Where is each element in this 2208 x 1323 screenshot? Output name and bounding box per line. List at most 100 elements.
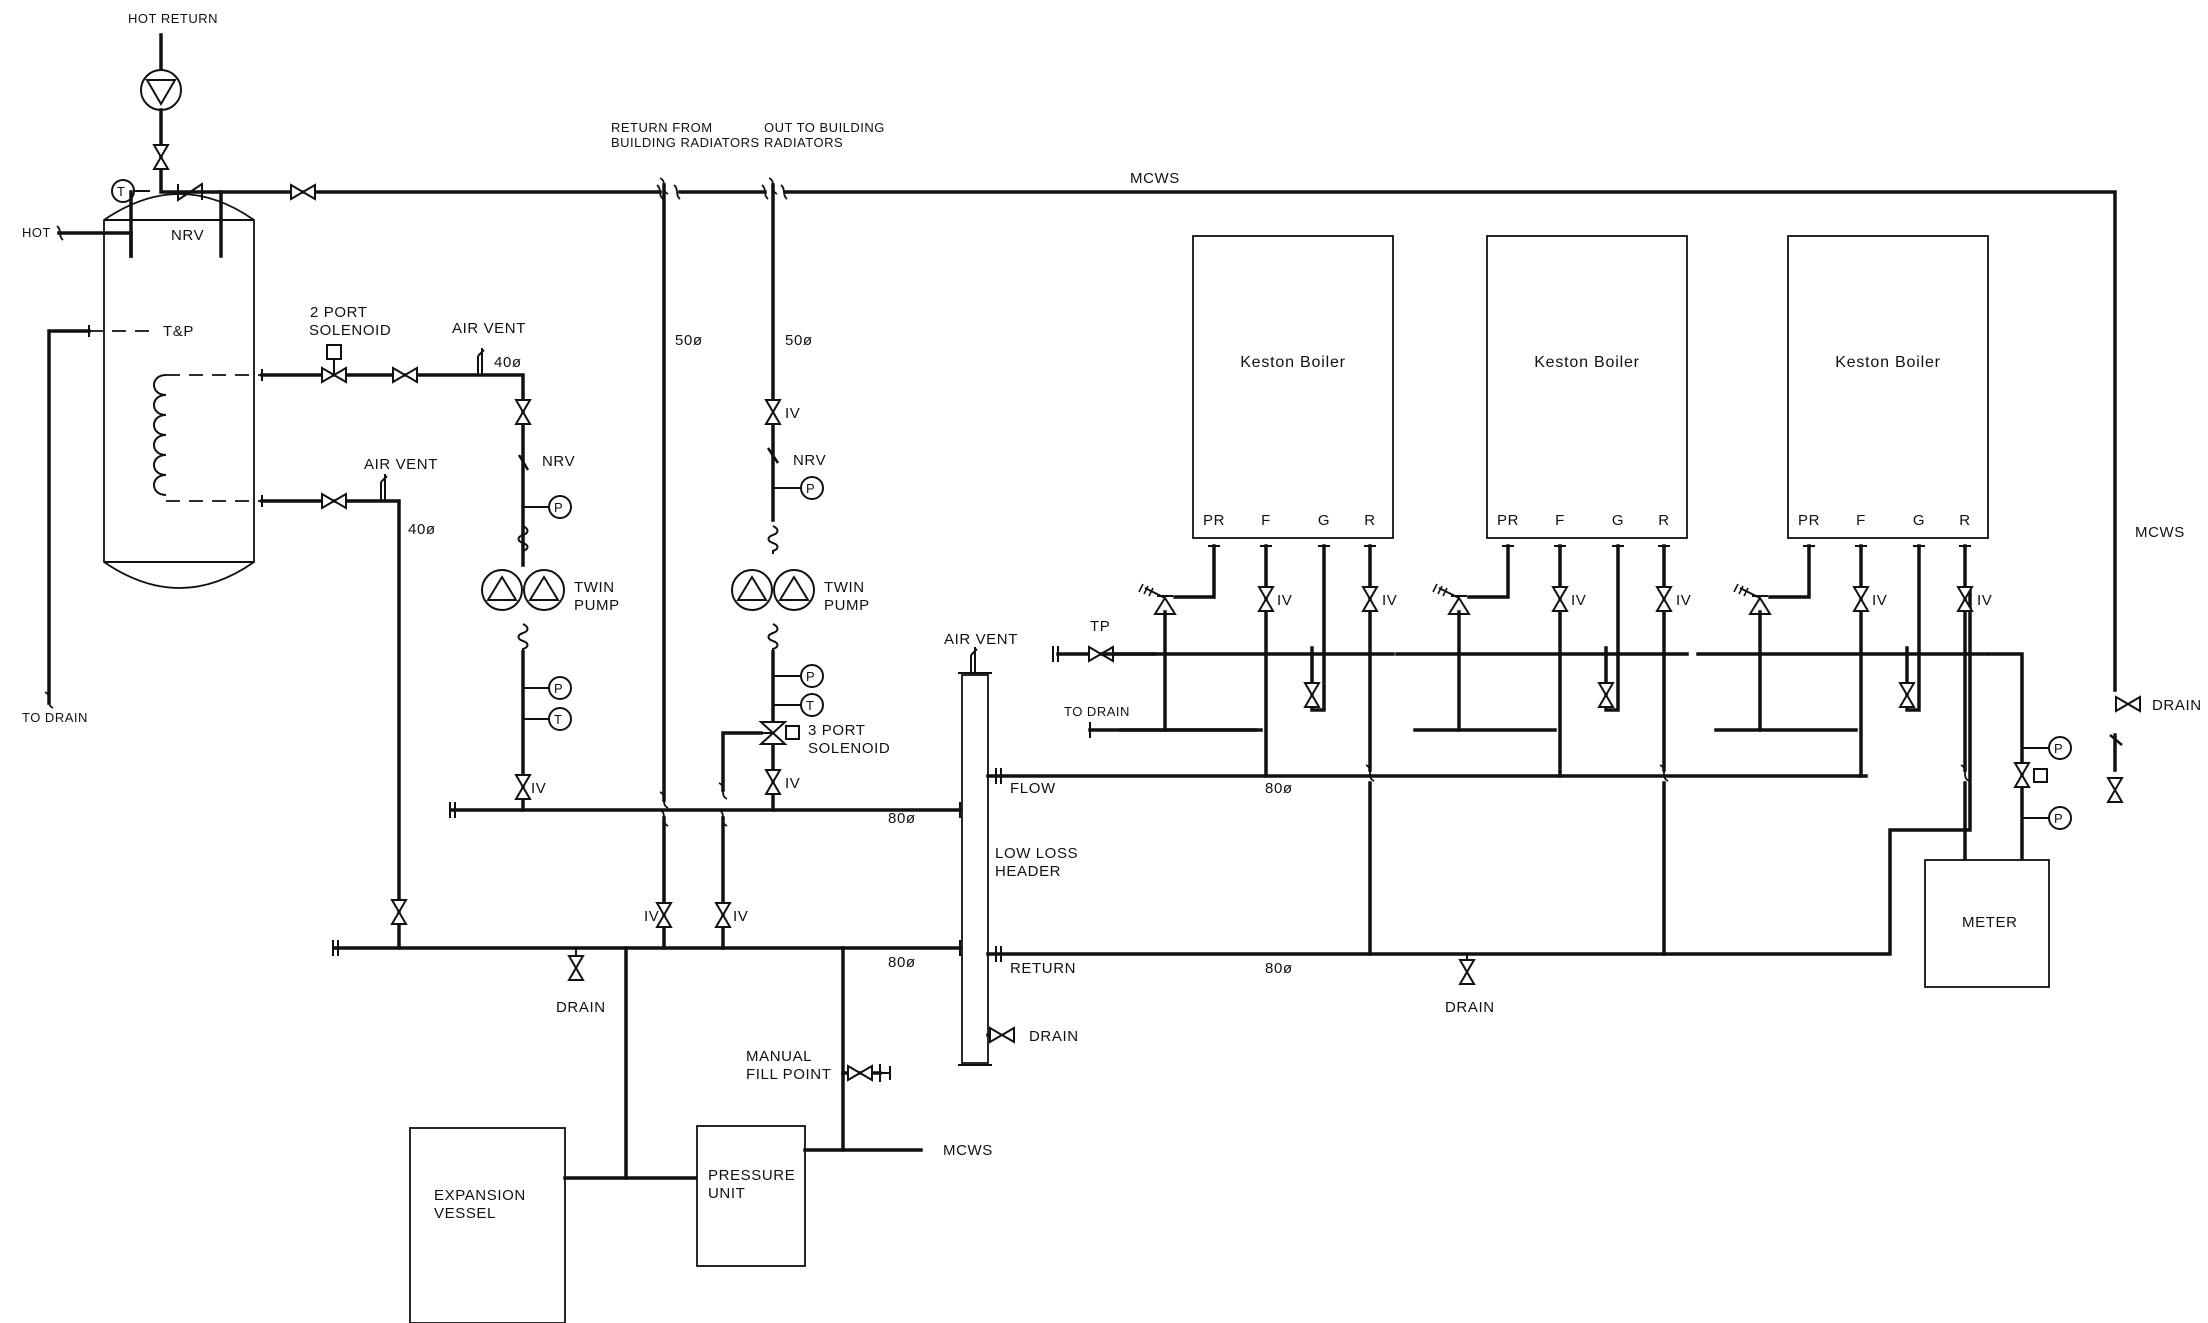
flow-header-left: 80ø bbox=[449, 802, 962, 827]
svg-text:DRAIN: DRAIN bbox=[2152, 697, 2202, 714]
heating-coil bbox=[153, 374, 167, 496]
iv-label: IV bbox=[1872, 592, 1887, 609]
svg-text:P: P bbox=[2054, 741, 2063, 756]
isolating-valve bbox=[1258, 586, 1274, 612]
svg-text:TWIN: TWIN bbox=[574, 579, 615, 596]
svg-text:EXPANSION: EXPANSION bbox=[434, 1187, 526, 1204]
low-loss-header: AIR VENT LOW LOSS HEADER DRAIN bbox=[944, 631, 1078, 1066]
iv-label: IV bbox=[1977, 592, 1992, 609]
iv-label: IV bbox=[1571, 592, 1586, 609]
iv-label: IV bbox=[1676, 592, 1691, 609]
building-radiator-risers: RETURN FROM BUILDING RADIATORS OUT TO BU… bbox=[611, 120, 890, 812]
svg-text:RETURN: RETURN bbox=[1010, 960, 1076, 977]
svg-text:TO DRAIN: TO DRAIN bbox=[22, 710, 88, 725]
svg-text:NRV: NRV bbox=[171, 227, 204, 244]
svg-text:SOLENOID: SOLENOID bbox=[808, 740, 890, 757]
svg-text:IV: IV bbox=[733, 908, 748, 925]
svg-text:P: P bbox=[554, 500, 563, 515]
boiler-port-label: R bbox=[1364, 512, 1375, 529]
isolating-valve bbox=[1552, 586, 1568, 612]
gas-pipe bbox=[1310, 544, 1326, 712]
pr-pipe bbox=[1467, 544, 1510, 599]
svg-text:MCWS: MCWS bbox=[1130, 170, 1180, 187]
svg-text:IV: IV bbox=[644, 908, 659, 925]
svg-text:40ø: 40ø bbox=[494, 354, 522, 371]
boiler-port-label: PR bbox=[1798, 512, 1820, 529]
svg-text:50ø: 50ø bbox=[675, 332, 703, 349]
boiler-port-label: F bbox=[1555, 512, 1565, 529]
svg-text:T&P: T&P bbox=[163, 323, 194, 340]
gas-pipe bbox=[1604, 544, 1620, 712]
svg-text:HEADER: HEADER bbox=[995, 863, 1061, 880]
safety-valve bbox=[1138, 583, 1176, 615]
meter bbox=[1924, 859, 2050, 988]
mcws-supply-top: MCWS MCWS DRAIN bbox=[219, 170, 2202, 803]
svg-text:UNIT: UNIT bbox=[708, 1185, 745, 1202]
nrv-flow-left bbox=[517, 454, 530, 471]
svg-text:RADIATORS: RADIATORS bbox=[764, 135, 843, 150]
pressurisation-set: EXPANSION VESSEL PRESSURE UNIT MCWS MANU… bbox=[409, 1048, 992, 1323]
svg-text:PUMP: PUMP bbox=[824, 597, 870, 614]
svg-text:TWIN: TWIN bbox=[824, 579, 865, 596]
svg-text:MCWS: MCWS bbox=[2135, 524, 2185, 541]
svg-text:METER: METER bbox=[1962, 914, 2018, 931]
boiler-port-label: R bbox=[1658, 512, 1669, 529]
boiler-casing bbox=[1192, 235, 1394, 539]
coil-primary-circuit: 2 PORT SOLENOID AIR VENT 40ø NRV P TWIN … bbox=[260, 304, 619, 812]
isolating-valve bbox=[1656, 586, 1672, 612]
meter-circuit: P P METER bbox=[1924, 652, 2072, 988]
isolating-valve bbox=[1853, 586, 1869, 612]
svg-text:HOT: HOT bbox=[22, 225, 51, 240]
iv-label: IV bbox=[1277, 592, 1292, 609]
return-header-left: IV IV 80ø DRAIN bbox=[332, 816, 962, 1180]
svg-text:IV: IV bbox=[785, 405, 800, 422]
boiler-label: Keston Boiler bbox=[1534, 354, 1640, 371]
air-vent-1 bbox=[477, 348, 485, 375]
svg-text:IV: IV bbox=[531, 780, 546, 797]
safety-valve bbox=[1432, 583, 1470, 615]
boiler-port-label: PR bbox=[1203, 512, 1225, 529]
svg-text:DRAIN: DRAIN bbox=[1445, 999, 1495, 1016]
svg-text:80ø: 80ø bbox=[1265, 960, 1293, 977]
iv-label: IV bbox=[1382, 592, 1397, 609]
svg-text:P: P bbox=[806, 481, 815, 496]
svg-text:40ø: 40ø bbox=[408, 521, 436, 538]
gas-valve bbox=[1304, 682, 1320, 708]
gas-pipe bbox=[1905, 544, 1921, 712]
svg-text:IV: IV bbox=[785, 775, 800, 792]
calorifier bbox=[103, 193, 262, 589]
pressure-unit bbox=[696, 1125, 806, 1267]
boiler-label: Keston Boiler bbox=[1240, 354, 1346, 371]
svg-text:AIR VENT: AIR VENT bbox=[364, 456, 438, 473]
t-and-p-relief: T&P TO DRAIN bbox=[22, 323, 194, 725]
svg-text:NRV: NRV bbox=[793, 452, 826, 469]
svg-text:TO DRAIN: TO DRAIN bbox=[1064, 704, 1130, 719]
nrv-flow-right bbox=[766, 447, 780, 464]
pr-pipe bbox=[1768, 544, 1811, 599]
safety-valve bbox=[1733, 583, 1771, 615]
boiler-port-label: F bbox=[1261, 512, 1271, 529]
svg-text:50ø: 50ø bbox=[785, 332, 813, 349]
svg-text:80ø: 80ø bbox=[888, 954, 916, 971]
svg-text:80ø: 80ø bbox=[888, 810, 916, 827]
svg-text:NRV: NRV bbox=[542, 453, 575, 470]
svg-text:T: T bbox=[554, 712, 562, 727]
svg-text:T: T bbox=[806, 698, 814, 713]
svg-text:OUT TO BUILDING: OUT TO BUILDING bbox=[764, 120, 885, 135]
svg-text:VESSEL: VESSEL bbox=[434, 1205, 496, 1222]
svg-text:P: P bbox=[806, 669, 815, 684]
boiler-headers: FLOW 80ø RETURN 80ø DRAIN bbox=[986, 588, 1972, 1016]
three-port-solenoid bbox=[758, 721, 800, 745]
svg-text:P: P bbox=[2054, 811, 2063, 826]
gas-valve bbox=[1899, 682, 1915, 708]
two-port-solenoid bbox=[326, 344, 342, 375]
svg-text:AIR VENT: AIR VENT bbox=[452, 320, 526, 337]
expansion-vessel bbox=[409, 1127, 566, 1323]
svg-text:MANUAL: MANUAL bbox=[746, 1048, 812, 1065]
air-vent-2 bbox=[380, 474, 388, 501]
